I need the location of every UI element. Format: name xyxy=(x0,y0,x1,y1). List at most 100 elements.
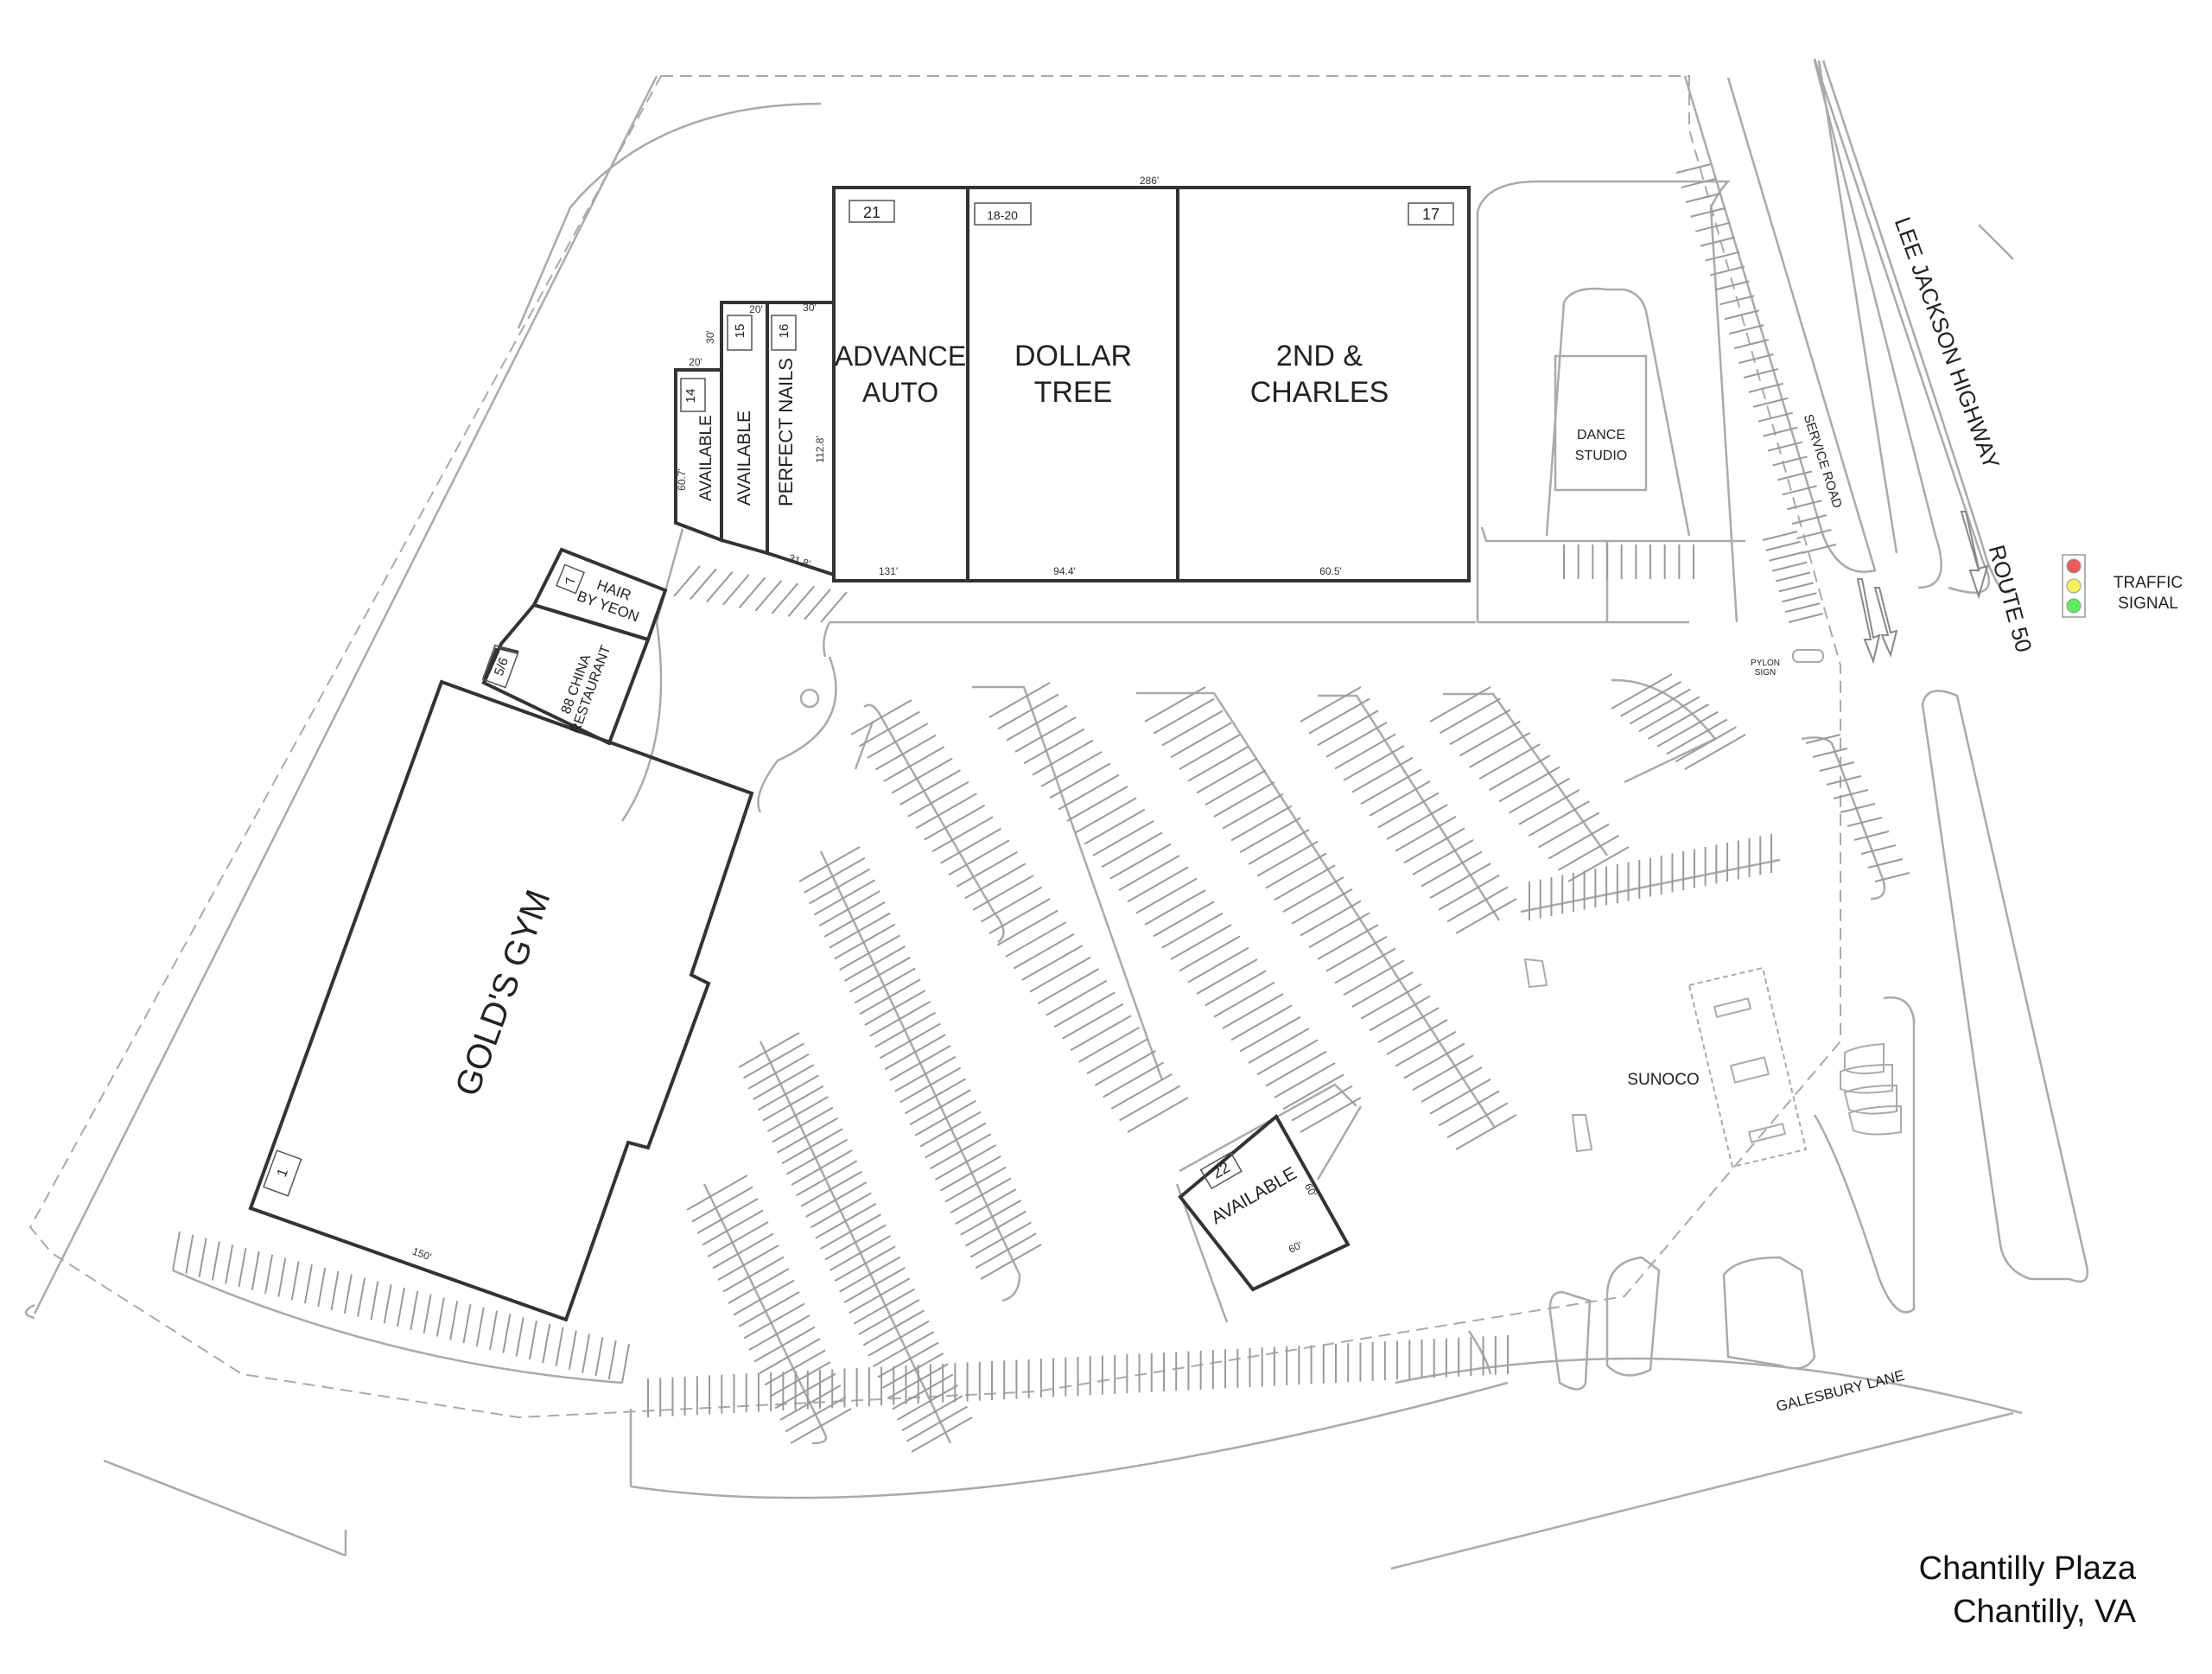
parking-stripe xyxy=(869,1018,901,1037)
parking-stripe xyxy=(1110,1091,1142,1110)
parking-stripe xyxy=(879,1277,911,1297)
parking-stripe xyxy=(1791,514,1827,525)
parking-stripe xyxy=(1685,192,1721,203)
parking-stripe xyxy=(1027,909,1058,929)
parking-stripe xyxy=(1330,686,1362,705)
parking-stripe xyxy=(1343,977,1375,996)
parking-stripe xyxy=(1317,941,1349,960)
parking-stripe xyxy=(1308,715,1340,735)
parking-stripe xyxy=(874,945,906,964)
parking-stripe xyxy=(1252,993,1284,1012)
parking-stripe xyxy=(858,1316,890,1335)
parking-stripe xyxy=(907,798,939,818)
parking-stripe xyxy=(1094,1067,1126,1086)
parking-stripe xyxy=(1538,829,1570,849)
parking-stripe xyxy=(1508,794,1540,814)
parking-stripe xyxy=(819,1231,851,1251)
parking-stripe xyxy=(1149,1085,1181,1104)
dim-21-width: 60.5' xyxy=(1319,565,1342,577)
parking-stripe xyxy=(753,1343,785,1363)
parking-stripe xyxy=(810,1209,842,1229)
parking-stripe xyxy=(975,1250,1007,1270)
parking-stripe xyxy=(1867,858,1904,869)
parking-stripe xyxy=(815,1219,847,1239)
dim-22-depth: 60' xyxy=(1302,1181,1319,1199)
parking-stripe xyxy=(1399,995,1431,1015)
parking-stripe xyxy=(1157,866,1189,886)
parking-stripe xyxy=(1499,731,1531,751)
parking-stripe xyxy=(907,1341,939,1361)
parking-stripe xyxy=(1248,846,1280,865)
parking-stripe xyxy=(1360,786,1392,805)
parking-stripe xyxy=(1719,295,1755,306)
parking-stripe xyxy=(1019,682,1051,701)
parking-stripe xyxy=(779,1314,810,1333)
parking-stripe xyxy=(889,978,921,998)
parking-stripe xyxy=(797,1096,829,1116)
parking-stripe xyxy=(1019,898,1051,917)
parking-stripe xyxy=(1548,840,1580,860)
parking-stripe xyxy=(1705,726,1737,746)
parking-stripe xyxy=(811,1128,843,1148)
parking-stripe xyxy=(905,1011,936,1031)
parking-stripe xyxy=(1230,1022,1262,1041)
parking-stripe xyxy=(502,1314,512,1353)
parking-stripe xyxy=(906,1423,938,1442)
parking-stripe xyxy=(1119,1102,1151,1122)
parking-stripe xyxy=(1295,852,1327,872)
parking-stripe xyxy=(1874,872,1910,882)
pylon-label-line: PYLON xyxy=(1751,659,1780,668)
parking-stripe xyxy=(1092,1002,1124,1022)
parking-stripe xyxy=(1695,221,1731,232)
parking-stripe xyxy=(1459,686,1491,705)
center-name: Chantilly Plaza xyxy=(1918,1550,2136,1587)
parking-stripe xyxy=(849,1213,881,1233)
parking-stripe xyxy=(869,934,901,954)
parking-stripe xyxy=(814,896,845,916)
parking-stripe xyxy=(1429,703,1461,722)
parking-stripe xyxy=(894,990,926,1009)
parking-stripe xyxy=(839,952,871,971)
parking-stripe xyxy=(1256,1056,1288,1076)
parking-stripe xyxy=(1429,1095,1461,1115)
parking-stripe xyxy=(1801,544,1837,554)
parking-stripe xyxy=(1243,981,1275,1001)
parking-stripe xyxy=(1425,1030,1457,1050)
parking-stripe xyxy=(370,1281,379,1321)
parking-stripe xyxy=(738,1049,770,1068)
parking-stripe xyxy=(1109,1026,1141,1046)
parking-stripe xyxy=(1006,722,1038,742)
parking-stripe xyxy=(941,1416,973,1435)
parking-stripe xyxy=(905,734,937,754)
parking-stripe xyxy=(778,1053,810,1073)
parking-stripe xyxy=(1200,722,1232,742)
sunoco-label: SUNOCO xyxy=(1627,1071,1699,1089)
parking-stripe xyxy=(820,591,848,623)
parking-stripe xyxy=(1066,803,1098,822)
parking-stripe xyxy=(1442,839,1474,858)
parking-stripe xyxy=(1787,500,1822,511)
parking-stripe xyxy=(903,1331,935,1350)
parking-stripe xyxy=(975,1166,1007,1186)
parking-stripe xyxy=(1205,786,1236,806)
parking-stripe xyxy=(784,1326,816,1346)
parking-stripe xyxy=(1287,1039,1319,1059)
parking-stripe xyxy=(1243,781,1275,800)
parking-stripe xyxy=(1489,720,1521,740)
parking-stripe xyxy=(1485,898,1517,917)
parking-stripe xyxy=(869,1256,901,1276)
parking-stripe xyxy=(1714,280,1750,291)
parking-stripe xyxy=(410,1290,419,1330)
parking-stripe xyxy=(1144,907,1176,926)
parking-stripe xyxy=(839,1273,871,1293)
parking-stripe xyxy=(1217,745,1249,765)
parking-stripe xyxy=(1796,529,1832,540)
parking-stripe xyxy=(754,580,783,612)
parking-stripe xyxy=(970,827,1002,847)
parking-stripe xyxy=(1011,886,1043,906)
parking-stripe xyxy=(1433,827,1465,847)
parking-stripe xyxy=(1395,1047,1427,1067)
parking-stripe xyxy=(1105,797,1137,817)
